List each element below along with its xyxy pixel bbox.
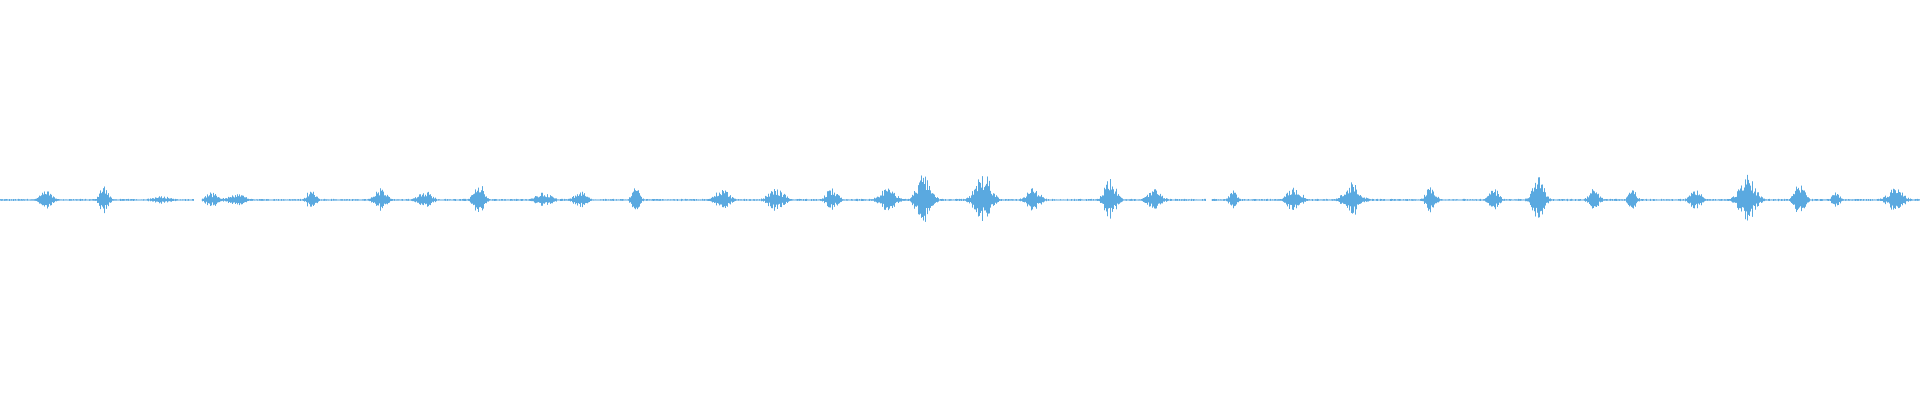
waveform-trace bbox=[0, 174, 1920, 222]
waveform-samples bbox=[0, 174, 1920, 222]
